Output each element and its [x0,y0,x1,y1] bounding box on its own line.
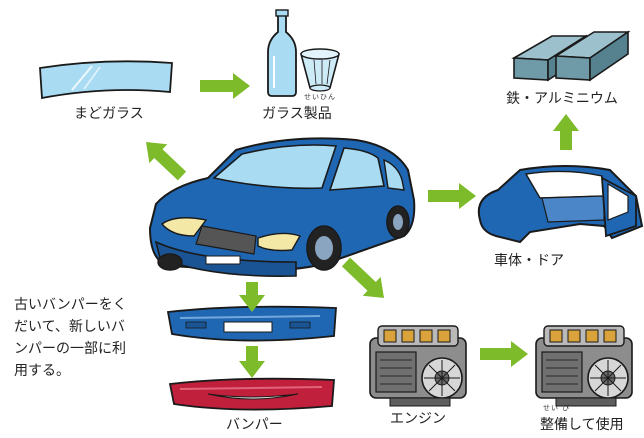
note-line: だいて、新しいバ [14,319,125,335]
label-reuse: 整備して使用 [540,417,624,433]
ruby-reuse: せい び [543,404,571,412]
note-line: ンパーの一部に利 [14,341,126,357]
arrow-car-to-body [428,183,476,209]
arrow-car-to-windshield [146,142,187,181]
ruby-glass-products: せいひん [304,93,336,101]
new-bumper-image [168,377,335,411]
label-metal: 鉄・アルミニウム [506,91,618,107]
windshield-glass-image [39,60,173,100]
arrow-body-to-metal [553,114,579,150]
note-line: 用する。 [14,363,70,379]
reused-engine-image [535,325,633,407]
car-body-shell-image [477,165,644,244]
label-glass-products: ガラス製品 [262,106,332,122]
engine-image [369,325,467,407]
note-line: 古いバンパーをく [14,297,127,313]
arrow-car-to-engine [341,257,384,298]
metal-bars-image [511,30,631,82]
arrow-windshield-to-glass [200,73,250,99]
arrow-engine-to-reuse [480,341,528,367]
arrow-car-to-bumper [239,282,265,312]
label-body-door: 車体・ドア [494,253,564,269]
old-bumper-image [166,305,337,342]
glass-bottle-and-cup-image [267,9,341,97]
label-engine: エンジン [390,411,446,427]
label-bumper: バンパー [226,417,283,433]
bumper-note: 古いバンパーをく だいて、新しいバ ンパーの一部に利 用する。 [14,294,164,382]
arrow-bumper-to-new-bumper [239,346,265,378]
car-image [148,137,416,277]
label-windshield: まどガラス [74,106,144,122]
